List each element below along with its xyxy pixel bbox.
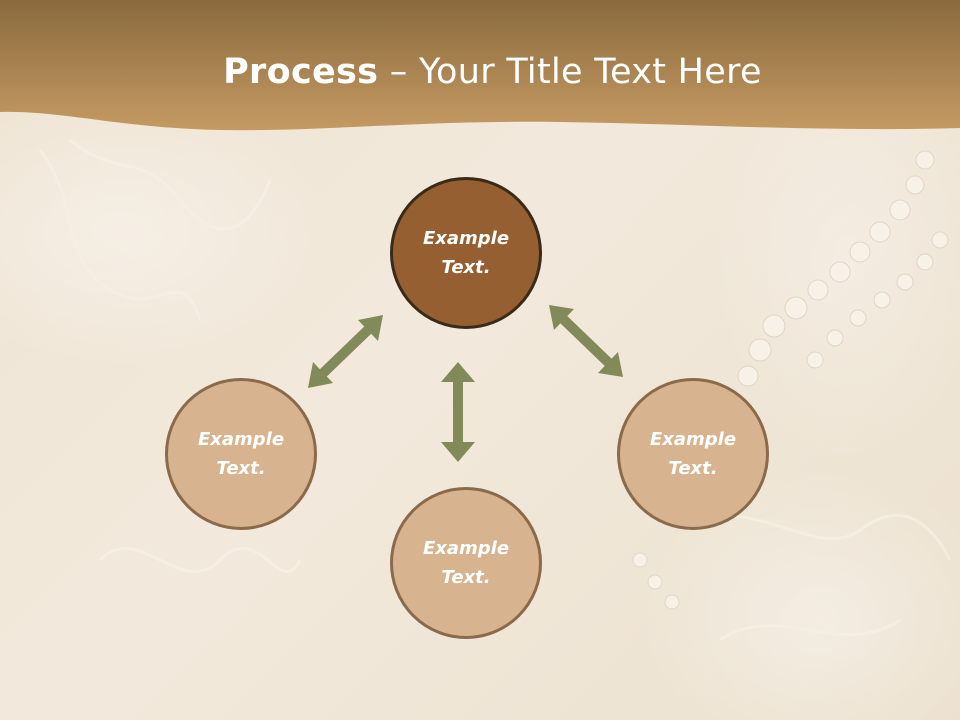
center-node: Example Text.: [390, 177, 542, 329]
center-node-line2: Text.: [441, 257, 491, 278]
arrow-center-right: [549, 305, 623, 377]
header-banner: [0, 0, 960, 131]
left-node: Example Text.: [165, 378, 317, 530]
title-rest: – Your Title Text Here: [378, 52, 762, 92]
right-node: Example Text.: [617, 378, 769, 530]
right-node-line1: Example: [649, 429, 737, 450]
bottom-node-line1: Example: [422, 538, 510, 559]
bottom-node-line2: Text.: [441, 567, 491, 588]
title-bold: Process: [223, 52, 379, 92]
left-node-line2: Text.: [216, 458, 266, 479]
page-title: Process – Your Title Text Here: [0, 52, 960, 92]
left-node-line1: Example: [197, 429, 285, 450]
arrow-center-left: [308, 315, 383, 388]
arrow-center-bottom: [441, 362, 475, 462]
center-node-line1: Example: [422, 228, 510, 249]
bottom-node: Example Text.: [390, 487, 542, 639]
right-node-line2: Text.: [668, 458, 718, 479]
